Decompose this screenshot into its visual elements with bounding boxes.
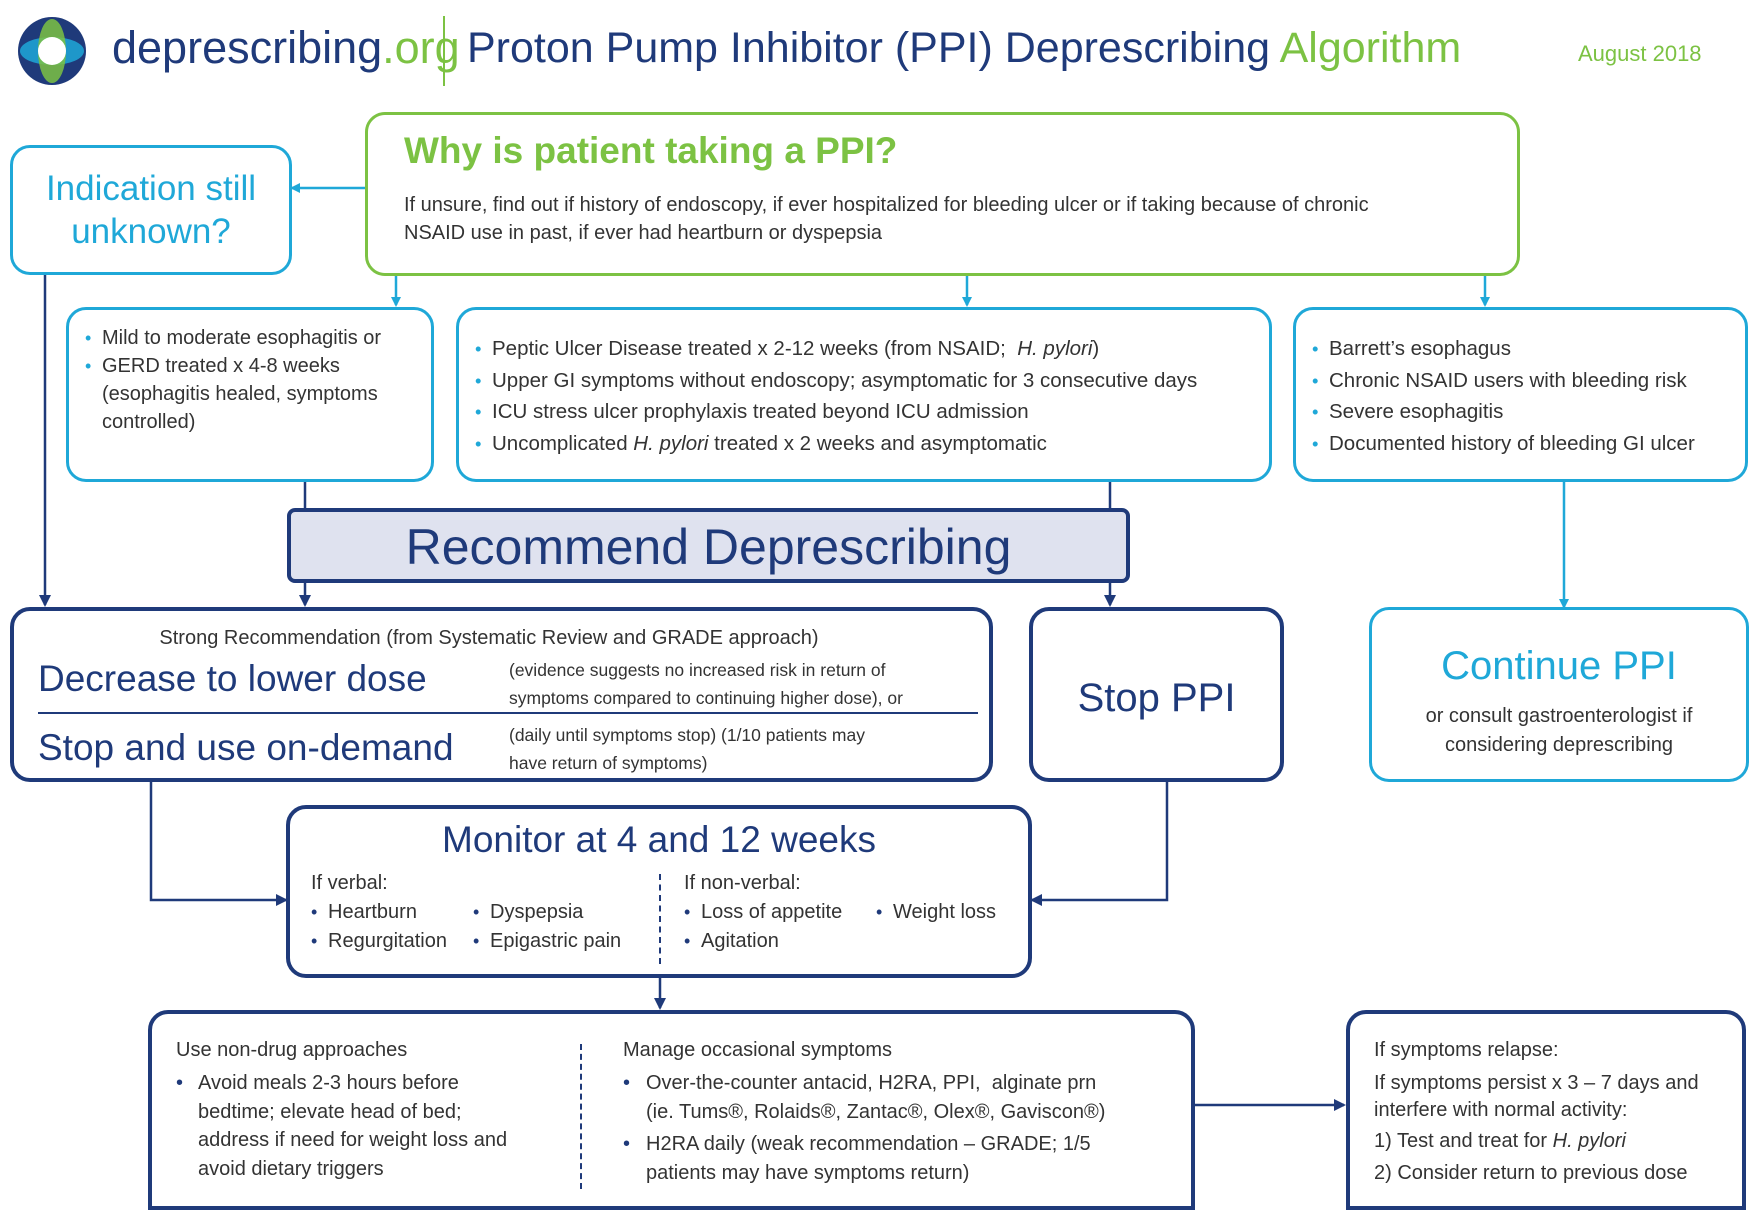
verbal-symptom: Heartburn (311, 898, 447, 927)
nondrug-line: avoid dietary triggers (198, 1157, 384, 1180)
relapse-line1: If symptoms persist x 3 – 7 days and (1374, 1072, 1699, 1094)
nondrug-item: •Avoid meals 2-3 hours before bedtime; e… (176, 1069, 507, 1183)
relapse-line2: interfere with normal activity: (1374, 1099, 1628, 1121)
right-indication-box: Barrett’s esophagus Chronic NSAID users … (1293, 307, 1748, 482)
brand-main: deprescribing (112, 22, 383, 73)
nonverbal-label: If non-verbal: (684, 872, 801, 894)
continue-title: Continue PPI (1441, 644, 1677, 688)
decrease-note-line2: symptoms compared to continuing higher d… (509, 688, 903, 708)
deprescribing-logo-icon (18, 17, 86, 85)
nondrug-title: Use non-drug approaches (176, 1039, 408, 1061)
mid-indication-item: ICU stress ulcer prophylaxis treated bey… (475, 396, 1265, 428)
why-body-line1: If unsure, find out if history of endosc… (404, 194, 1369, 216)
recommend-deprescribing-banner: Recommend Deprescribing (287, 508, 1130, 583)
strong-recommendation: Strong Recommendation (from Systematic R… (159, 627, 819, 649)
management-box: Use non-drug approaches •Avoid meals 2-3… (148, 1010, 1195, 1210)
nondrug-line: Avoid meals 2-3 hours before (198, 1072, 459, 1094)
continue-ppi-box: Continue PPI or consult gastroenterologi… (1369, 607, 1749, 782)
verbal-symptom: Dyspepsia (473, 898, 621, 927)
unknown-line2: unknown? (71, 212, 231, 251)
nondrug-line: address if need for weight loss and (198, 1129, 508, 1151)
right-indication-item: Documented history of bleeding GI ulcer (1312, 428, 1742, 460)
nondrug-line: bedtime; elevate head of bed; (198, 1100, 462, 1123)
mid-indication-item: Upper GI symptoms without endoscopy; asy… (475, 365, 1265, 397)
unknown-line1: Indication still (45, 169, 257, 208)
mid-indication-item: Uncomplicated H. pylori treated x 2 week… (475, 428, 1265, 460)
page-title: Proton Pump Inhibitor (PPI) Deprescribin… (467, 20, 1461, 76)
title-main: Proton Pump Inhibitor (PPI) Deprescribin… (467, 24, 1280, 72)
brand-tld: .org (382, 22, 460, 73)
decrease-box: Strong Recommendation (from Systematic R… (10, 607, 993, 782)
why-title: Why is patient taking a PPI? (404, 130, 898, 171)
continue-line2: considering deprescribing (1445, 734, 1673, 756)
mid-indication-box: Peptic Ulcer Disease treated x 2-12 week… (456, 307, 1272, 482)
manage-line: patients may have symptoms return) (646, 1161, 970, 1184)
decrease-title: Decrease to lower dose (38, 658, 427, 699)
recommend-label: Recommend Deprescribing (405, 519, 1012, 575)
arrow-stop-to-monitor (1030, 782, 1169, 906)
right-indication-item: Severe esophagitis (1312, 396, 1742, 428)
stop-note-line1: (daily until symptoms stop) (1/10 patien… (509, 725, 865, 745)
left-indication-item: GERD treated x 4-8 weeks (esophagitis he… (85, 352, 425, 436)
manage-line: Over-the-counter antacid, H2RA, PPI, alg… (646, 1072, 1097, 1094)
verbal-label: If verbal: (311, 872, 388, 894)
right-indication-item: Barrett’s esophagus (1312, 333, 1742, 365)
arrow-decrease-to-monitor (149, 782, 288, 906)
brand-name[interactable]: deprescribing.org (112, 20, 460, 76)
relapse-title: If symptoms relapse: (1374, 1039, 1559, 1061)
manage-line: H2RA daily (weak recommendation – GRADE;… (646, 1133, 1091, 1155)
relapse-box: If symptoms relapse: If symptoms persist… (1346, 1010, 1746, 1210)
manage-item: •Over-the-counter antacid, H2RA, PPI, al… (623, 1069, 1105, 1187)
monitor-title: Monitor at 4 and 12 weeks (442, 819, 876, 860)
relapse-step1: 1) Test and treat for H. pylori (1374, 1130, 1626, 1152)
left-indication-box: Mild to moderate esophagitis or GERD tre… (66, 307, 434, 482)
manage-line: (ie. Tums®, Rolaids®, Zantac®, Olex®, Ga… (646, 1100, 1106, 1123)
why-body-line2: NSAID use in past, if ever had heartburn… (404, 222, 883, 244)
unknown-box: Indication still unknown? (10, 145, 292, 275)
right-indication-item: Chronic NSAID users with bleeding risk (1312, 365, 1742, 397)
stop-ppi-label: Stop PPI (1077, 676, 1236, 720)
monitor-box: Monitor at 4 and 12 weeks If verbal: Hea… (286, 805, 1032, 978)
nonverbal-symptom: Weight loss (876, 898, 996, 927)
left-indication-item: Mild to moderate esophagitis or (85, 324, 425, 352)
stop-on-demand-title: Stop and use on-demand (38, 727, 454, 768)
nonverbal-symptom: Agitation (684, 927, 842, 956)
relapse-step2: 2) Consider return to previous dose (1374, 1162, 1688, 1184)
monitor-divider (659, 874, 661, 964)
verbal-symptom: Regurgitation (311, 927, 447, 956)
manage-title: Manage occasional symptoms (623, 1039, 893, 1061)
stop-ppi-box: Stop PPI (1029, 607, 1284, 782)
decrease-note-line1: (evidence suggests no increased risk in … (509, 660, 886, 680)
continue-line1: or consult gastroenterologist if (1425, 705, 1693, 727)
decrease-divider (38, 712, 978, 714)
header-divider (443, 16, 445, 86)
stop-note-line2: have return of symptoms) (509, 753, 708, 773)
verbal-symptom: Epigastric pain (473, 927, 621, 956)
header-date: August 2018 (1578, 41, 1702, 66)
nonverbal-symptom: Loss of appetite (684, 898, 842, 927)
title-accent: Algorithm (1279, 24, 1462, 72)
mid-indication-item: Peptic Ulcer Disease treated x 2-12 week… (475, 333, 1265, 365)
management-divider (580, 1044, 582, 1189)
why-box: Why is patient taking a PPI? If unsure, … (365, 112, 1520, 276)
